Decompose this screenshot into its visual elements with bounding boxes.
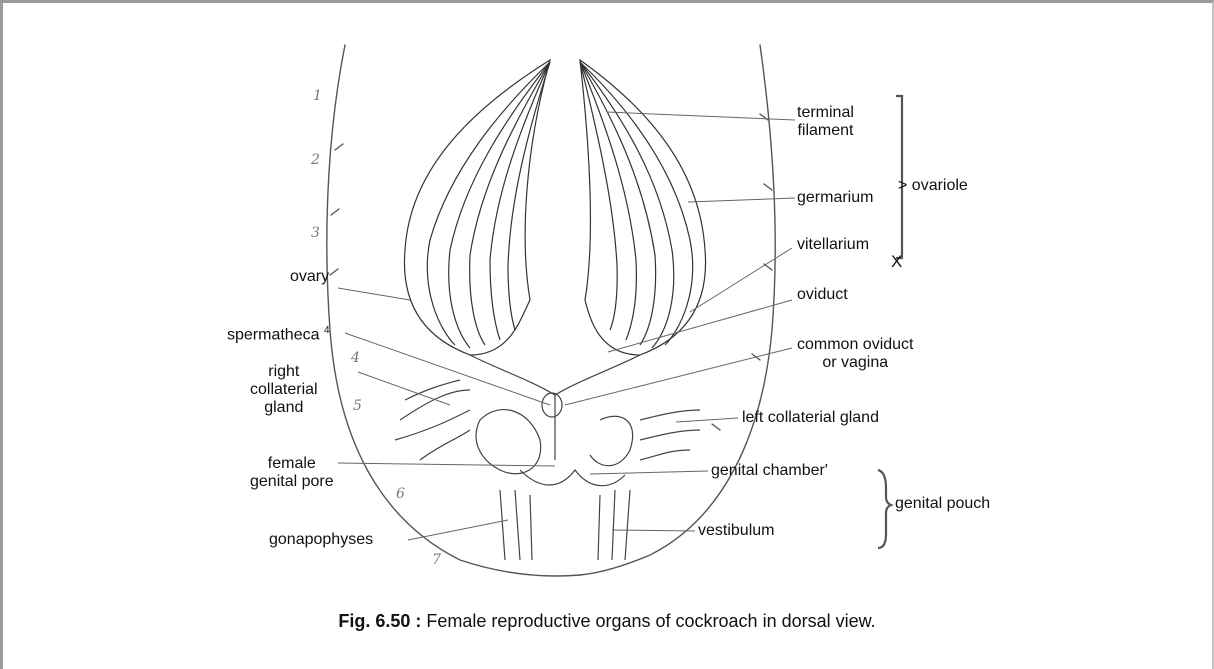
segment-number-7: 7 [432,552,441,568]
label-oviduct: oviduct [797,286,848,304]
label-terminal-filament: terminal filament [797,104,854,140]
segment-number-6: 6 [396,486,405,502]
brackets [878,96,902,548]
label-gonapophyses: gonapophyses [269,531,373,549]
label-common-oviduct: common oviduct or vagina [797,336,914,372]
segment-number-3: 3 [311,225,320,241]
label-genital-pouch: genital pouch [895,495,990,513]
segment-number-4: 4 [351,350,360,366]
label-spermatheca: spermatheca 4 [227,322,330,344]
figure-caption: Fig. 6.50 : Female reproductive organs o… [0,611,1214,632]
right-ovary [580,60,706,355]
figure-number: Fig. 6.50 : [338,611,421,631]
label-right-collaterial-gland: right collaterial gland [250,363,318,417]
segment-number-1: 1 [313,88,322,104]
segment-number-2: 2 [311,152,320,168]
segment-number-5: 5 [353,398,362,414]
body-outline-right [580,45,775,575]
label-ovariole: > ovariole [898,177,968,195]
central-structures [395,355,700,560]
label-ovary: ovary [290,268,329,286]
genital-pouch-bracket [878,470,891,548]
label-x-mark: X [891,253,902,271]
label-genital-chamber: genital chamber' [711,462,828,480]
label-vestibulum: vestibulum [698,522,774,540]
label-vitellarium: vitellarium [797,236,869,254]
label-left-collaterial-gland: left collaterial gland [742,409,879,427]
caption-text: Female reproductive organs of cockroach … [421,611,875,631]
label-female-genital-pore: female genital pore [250,455,334,491]
label-germarium: germarium [797,189,873,207]
left-ovary [404,60,550,355]
